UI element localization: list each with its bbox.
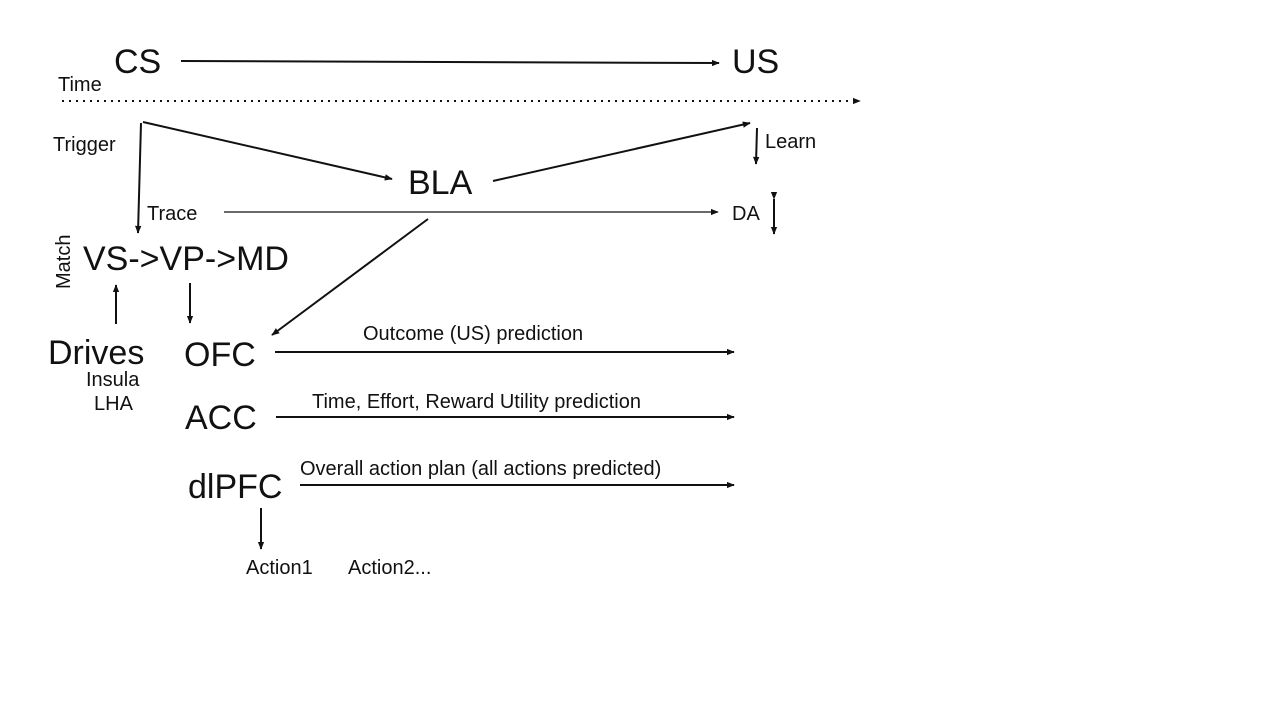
bla-label: BLA (408, 164, 473, 202)
dlpfc-output-label: Overall action plan (all actions predict… (300, 458, 661, 480)
dlpfc-label: dlPFC (188, 468, 282, 506)
time-label: Time (58, 74, 102, 96)
drives-label: Drives (48, 334, 144, 372)
bla-to-ofc-arrow (271, 218, 429, 336)
cs-to-us-arrow (180, 59, 720, 67)
da-label: DA (732, 203, 760, 225)
acc-output-label: Time, Effort, Reward Utility prediction (312, 391, 641, 413)
lha-label: LHA (94, 393, 134, 415)
acc-label: ACC (185, 399, 257, 437)
trigger-label: Trigger (53, 134, 116, 156)
bla-to-us-arrow (492, 121, 751, 182)
trace-label: Trace (147, 203, 197, 225)
ofc-label: OFC (184, 336, 256, 374)
ofc-output-label: Outcome (US) prediction (363, 323, 583, 345)
insula-label: Insula (86, 369, 140, 391)
us-label: US (732, 43, 779, 81)
trigger-to-vs-arrow (134, 122, 142, 234)
learn-down-arrow (753, 127, 760, 165)
action1-label: Action1 (246, 557, 313, 579)
cs-label: CS (114, 43, 161, 81)
action2-label: Action2... (348, 557, 431, 579)
trigger-to-bla-arrow (142, 121, 393, 181)
learn-label: Learn (765, 131, 816, 153)
match-label: Match (53, 235, 75, 289)
vs-vp-md-pathway-label: VS->VP->MD (83, 240, 289, 278)
